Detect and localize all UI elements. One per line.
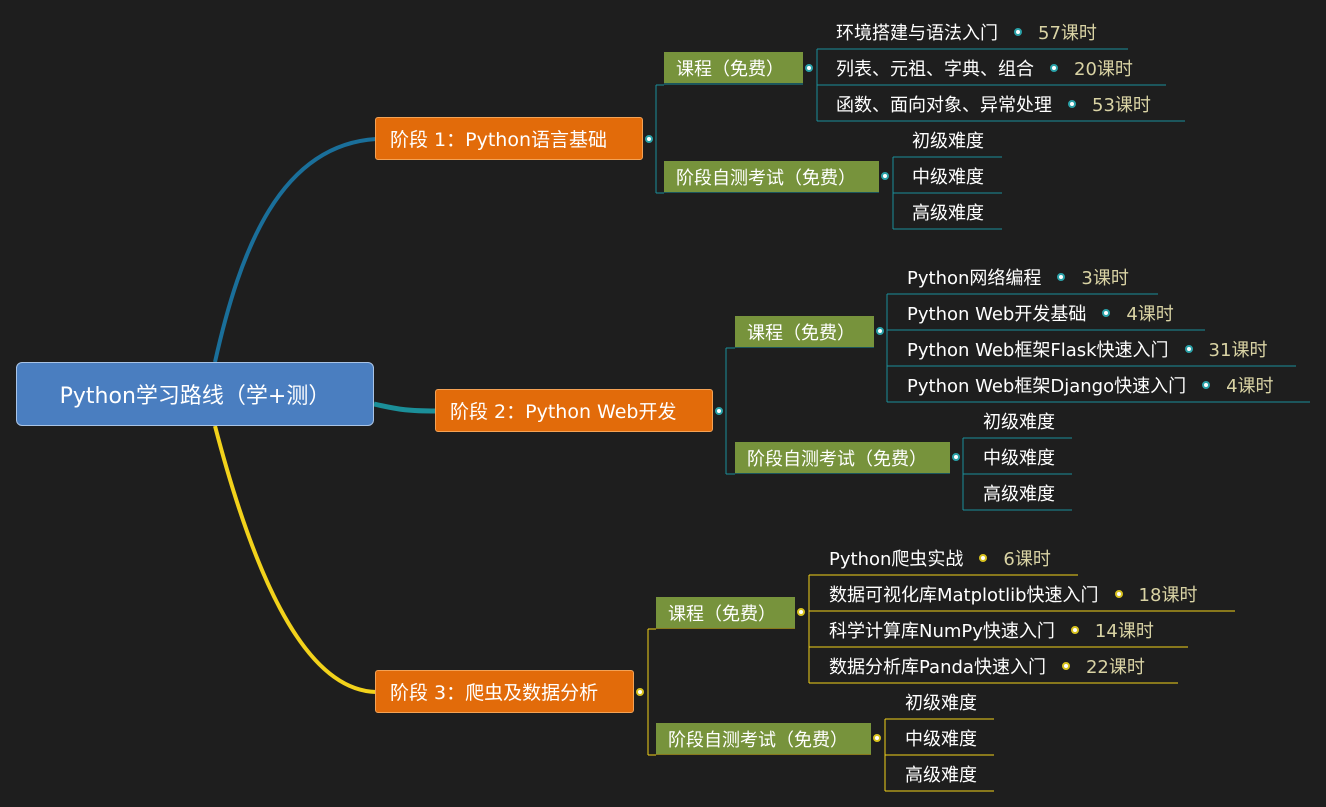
stage-1-course-item[interactable]: 列表、元祖、字典、组合 20课时 (836, 54, 1133, 82)
course-hours: 20课时 (1074, 59, 1133, 80)
stage-1-course-item[interactable]: 函数、面向对象、异常处理 53课时 (836, 90, 1151, 118)
course-hours: 4课时 (1126, 304, 1174, 325)
node-dot (1070, 626, 1079, 634)
stage-2-exam-level[interactable]: 中级难度 (983, 448, 1055, 469)
course-title: Python Web开发基础 (907, 304, 1087, 325)
stage-2-exam-dot[interactable] (952, 453, 960, 461)
stage-1-exam-level[interactable]: 初级难度 (912, 131, 984, 152)
stage-1-course-dot[interactable] (805, 64, 813, 72)
stage-1-course-node[interactable]: 课程（免费） (664, 52, 803, 83)
course-title: 函数、面向对象、异常处理 (836, 95, 1052, 116)
root-to-stage-3 (213, 425, 377, 694)
stage-3-course-item[interactable]: 数据可视化库Matplotlib快速入门 18课时 (829, 580, 1197, 608)
stage-2-dot[interactable] (715, 407, 723, 415)
course-title: Python爬虫实战 (829, 549, 964, 570)
stage-3-course-node[interactable]: 课程（免费） (656, 597, 795, 628)
node-dot (1057, 273, 1066, 281)
root-to-stage-1 (213, 137, 377, 363)
course-hours: 14课时 (1094, 621, 1154, 642)
stage-1-exam-level[interactable]: 高级难度 (912, 203, 984, 224)
course-title: Python Web框架Django快速入门 (907, 376, 1187, 397)
node-dot (1102, 309, 1111, 317)
course-title: 数据分析库Panda快速入门 (829, 657, 1046, 678)
stage-2-course-item[interactable]: Python Web开发基础 4课时 (907, 299, 1174, 327)
course-hours: 18课时 (1138, 585, 1198, 606)
course-hours: 3课时 (1081, 268, 1129, 289)
stage-1-exam-level[interactable]: 中级难度 (912, 167, 984, 188)
stage-2-exam-node[interactable]: 阶段自测考试（免费） (735, 442, 950, 473)
root-to-stage-2 (373, 401, 437, 414)
stage-2-node[interactable]: 阶段 2：Python Web开发 (435, 389, 713, 432)
stage-2-exam-level[interactable]: 初级难度 (983, 412, 1055, 433)
node-dot (1184, 345, 1193, 353)
stage-3-exam-node[interactable]: 阶段自测考试（免费） (656, 723, 871, 754)
stage-2-course-item[interactable]: Python网络编程 3课时 (907, 263, 1129, 291)
node-dot (1202, 381, 1211, 389)
course-hours: 57课时 (1038, 23, 1097, 44)
course-title: 列表、元祖、字典、组合 (836, 59, 1034, 80)
stage-3-course-item[interactable]: 科学计算库NumPy快速入门 14课时 (829, 616, 1154, 644)
stage-3-exam-level[interactable]: 初级难度 (905, 693, 977, 714)
course-title: Python Web框架Flask快速入门 (907, 340, 1169, 361)
course-hours: 22课时 (1085, 657, 1145, 678)
stage-1-exam-dot[interactable] (881, 172, 889, 180)
stage-3-course-dot[interactable] (797, 608, 805, 616)
stage-2-exam-level[interactable]: 高级难度 (983, 484, 1055, 505)
stage-1-dot[interactable] (645, 135, 653, 143)
stage-2-course-node[interactable]: 课程（免费） (735, 316, 874, 347)
course-hours: 4课时 (1226, 376, 1274, 397)
node-dot (979, 554, 988, 562)
stage-3-course-item[interactable]: 数据分析库Panda快速入门 22课时 (829, 652, 1145, 680)
stage-3-dot[interactable] (636, 688, 644, 696)
root-node[interactable]: Python学习路线（学+测） (16, 362, 374, 426)
stage-1-node[interactable]: 阶段 1：Python语言基础 (375, 117, 643, 160)
stage-3-node[interactable]: 阶段 3：爬虫及数据分析 (375, 670, 634, 713)
course-hours: 31课时 (1208, 340, 1268, 361)
stage-1-exam-node[interactable]: 阶段自测考试（免费） (664, 161, 879, 192)
course-title: Python网络编程 (907, 268, 1042, 289)
node-dot (1068, 100, 1076, 108)
course-title: 科学计算库NumPy快速入门 (829, 621, 1055, 642)
stage-3-exam-level[interactable]: 中级难度 (905, 729, 977, 750)
node-dot (1114, 590, 1123, 598)
stage-3-course-item[interactable]: Python爬虫实战 6课时 (829, 544, 1051, 572)
stage-2-course-item[interactable]: Python Web框架Flask快速入门 31课时 (907, 335, 1267, 363)
node-dot (1050, 64, 1058, 72)
node-dot (1061, 662, 1070, 670)
course-title: 数据可视化库Matplotlib快速入门 (829, 585, 1099, 606)
course-title: 环境搭建与语法入门 (836, 23, 998, 44)
stage-3-exam-level[interactable]: 高级难度 (905, 765, 977, 786)
course-hours: 53课时 (1092, 95, 1151, 116)
stage-2-course-item[interactable]: Python Web框架Django快速入门 4课时 (907, 371, 1274, 399)
course-hours: 6课时 (1003, 549, 1051, 570)
stage-3-exam-dot[interactable] (873, 734, 881, 742)
stage-2-course-dot[interactable] (876, 327, 884, 335)
node-dot (1014, 28, 1022, 36)
stage-1-course-item[interactable]: 环境搭建与语法入门 57课时 (836, 18, 1097, 46)
